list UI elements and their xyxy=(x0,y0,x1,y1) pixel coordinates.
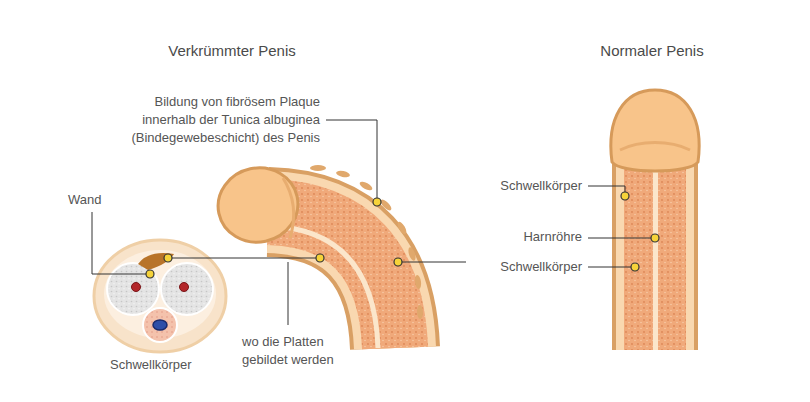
callout-label: wo die Platten gebildet werden xyxy=(242,333,368,369)
part-label: Schwellkörper xyxy=(110,356,192,374)
panel-title: Normaler Penis xyxy=(552,42,752,60)
normal-glans xyxy=(611,90,699,171)
callout-label: Wand xyxy=(68,191,101,209)
callout-label: Bildung von fibrösem Plaque innerhalb de… xyxy=(112,93,320,147)
curved-shaft xyxy=(268,212,395,348)
callout-label: Schwellkörper xyxy=(500,177,582,195)
callout-label: Schwellkörper xyxy=(500,258,582,276)
leader-lines xyxy=(92,120,651,325)
cross-section xyxy=(94,240,226,352)
panel-title: Verkrümmter Penis xyxy=(132,42,332,60)
fibrous-plaque xyxy=(310,165,423,319)
callout-dots xyxy=(146,192,659,278)
curved-glans xyxy=(211,160,305,249)
callout-label: Harnröhre xyxy=(523,228,582,246)
